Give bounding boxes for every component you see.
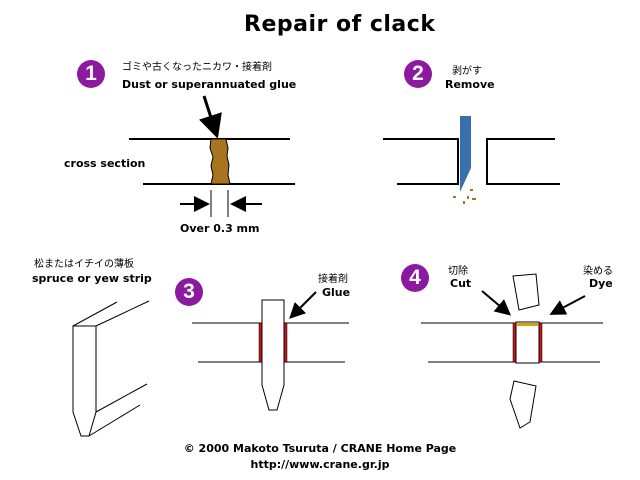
old-glue-crack [209,138,231,185]
step-1-cross-section [129,95,295,217]
trimmed-strip [515,321,540,364]
step-1-badge: 1 [77,60,105,88]
cut-off-bottom-piece [509,380,537,429]
left-board [383,138,459,185]
dye-label-jp: 染める [583,266,613,277]
step-3-badge: 3 [175,278,203,306]
copyright-text: © 2000 Makoto Tsuruta / CRANE Home Page [183,442,457,455]
glue-label-en: Glue [322,286,351,299]
step-2-label-jp: 剥がす [452,66,482,77]
cut-label-en: Cut [450,277,472,290]
footer-url[interactable]: http://www.crane.gr.jp [250,458,390,471]
step-2-badge: 2 [404,60,432,88]
step-2-label-en: Remove [445,78,495,91]
strip-label-en: spruce or yew strip [32,272,152,285]
dye-label-en: Dye [589,277,613,290]
step-3-insertion [192,291,349,411]
step-1-label-en: Dust or superannuated glue [122,78,297,91]
dye-layer [517,323,538,326]
cut-label-jp: 切除 [448,266,468,277]
dust-pointer-arrow [199,95,222,139]
dye-pointer-arrow [549,295,586,315]
page-title: Repair of clack [244,12,436,37]
inserted-strip [261,299,285,411]
step-1-label-jp: ゴミや古くなったニカワ・接着剤 [122,62,272,73]
dimension-label: Over 0.3 mm [180,222,260,235]
debris-particles [453,189,476,204]
cut-off-top-piece [512,273,540,311]
cut-pointer-arrow [481,290,512,316]
cross-section-label: cross section [64,157,146,170]
spruce-strip [72,300,150,437]
right-board [486,138,560,185]
glue-label-jp: 接着剤 [318,274,348,285]
step-4-badge: 4 [401,264,429,292]
step-2-removal [383,116,560,204]
strip-label-jp: 松またはイチイの薄板 [34,259,134,270]
knife-blade [460,116,471,192]
glue-pointer-arrow [289,291,317,319]
step-4-trim [421,273,603,429]
